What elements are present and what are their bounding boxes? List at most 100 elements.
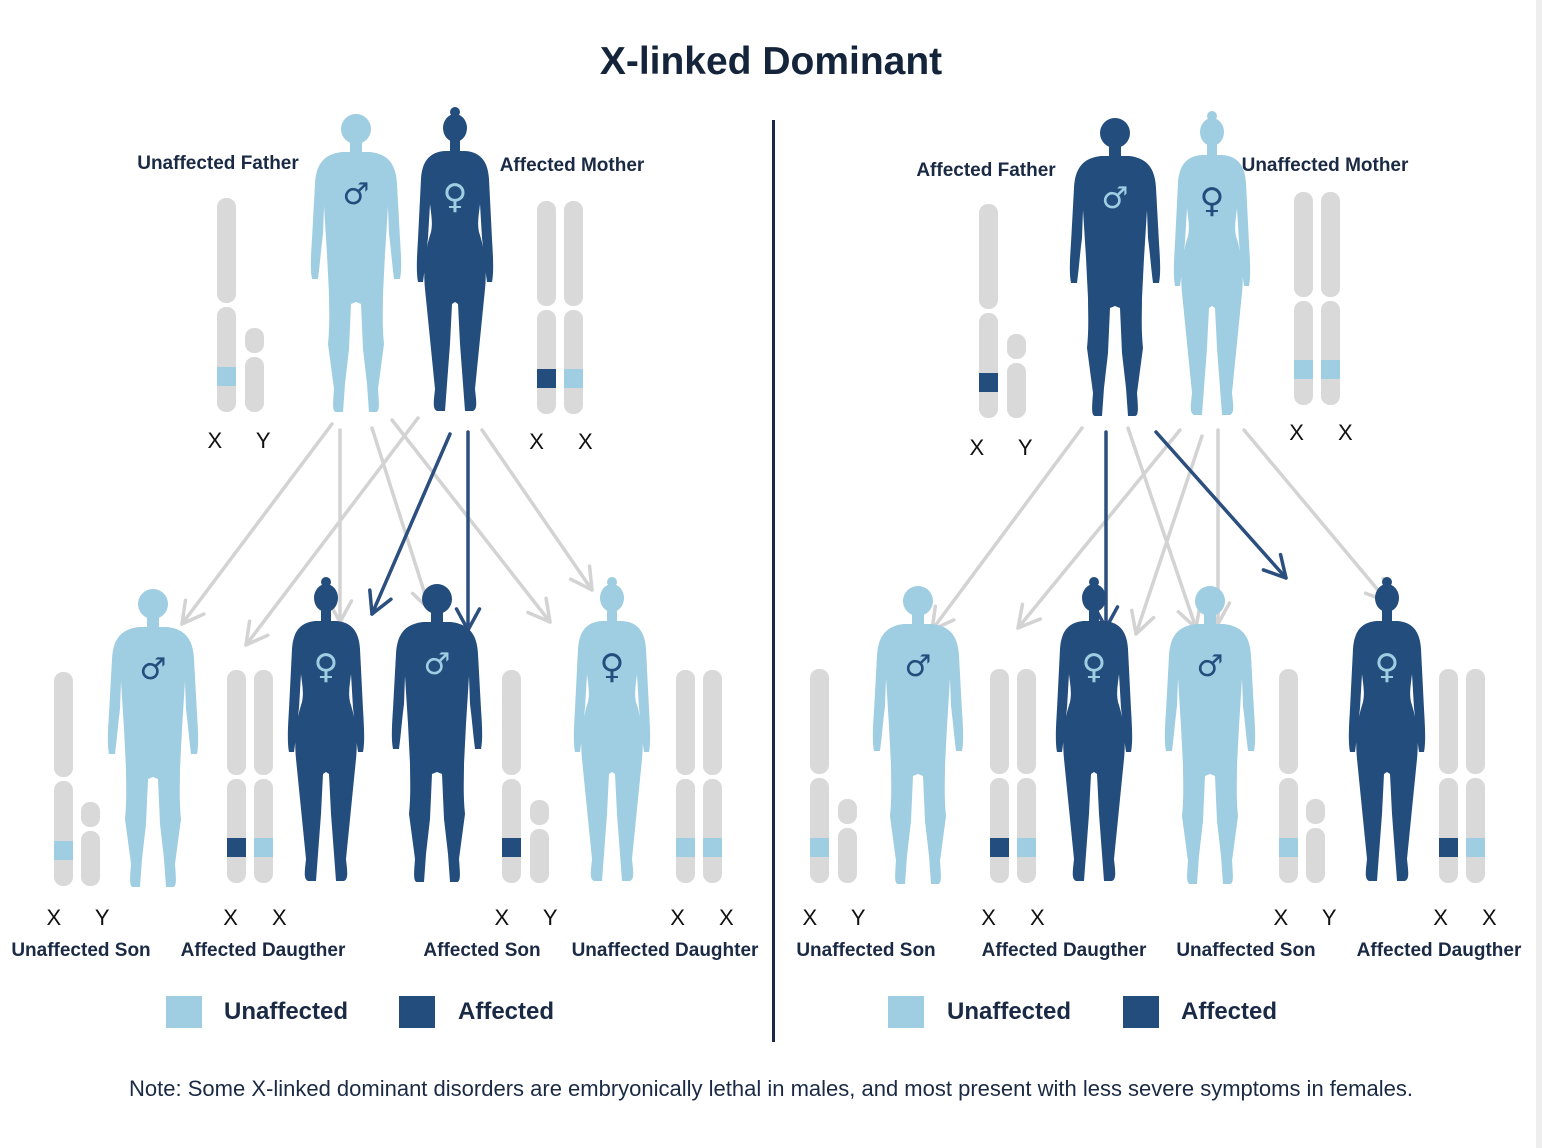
- page-edge: [1536, 0, 1542, 1148]
- x-chromosome: [676, 670, 695, 883]
- footnote: Note: Some X-linked dominant disorders a…: [129, 1076, 1413, 1101]
- x-chromosome: [1294, 192, 1313, 405]
- legend-swatch-unaffected-right: [888, 996, 924, 1028]
- label-right-child-3: Unaffected Son: [1176, 940, 1316, 961]
- gene-band-unaffected: [1294, 360, 1313, 379]
- person-figure-male-affected: ♂: [1069, 118, 1161, 416]
- label-left-child-2: Affected Daugther: [180, 940, 346, 961]
- gene-band-affected: [1439, 838, 1458, 857]
- x-chromosome: [217, 198, 236, 412]
- x-chromosome: [564, 201, 583, 414]
- label-right-child-1: Unaffected Son: [796, 940, 936, 961]
- inheritance-arrow-affected: [454, 430, 482, 632]
- gene-band-affected: [537, 369, 556, 388]
- x-chromosome: [1466, 669, 1485, 883]
- chromosome-label-child-2-right: X X: [981, 905, 1059, 930]
- inheritance-arrow: [1242, 428, 1390, 604]
- chromosome-label-child-1-left: X Y: [46, 905, 124, 930]
- person-figure-male-unaffected: ♂: [310, 114, 402, 412]
- y-chromosome: [245, 328, 264, 412]
- male-symbol-icon: ♂: [424, 647, 451, 682]
- inheritance-arrow: [1126, 426, 1202, 630]
- inheritance-arrow: [390, 418, 552, 624]
- gene-band-unaffected: [1017, 838, 1036, 857]
- person-figure-female-affected: ♀: [1055, 577, 1133, 881]
- x-chromosome: [227, 670, 246, 883]
- inheritance-arrow: [1016, 428, 1182, 630]
- x-chromosome: [537, 201, 556, 414]
- gene-band-affected: [979, 373, 998, 392]
- label-unaffected-mother: Unaffected Mother: [1241, 155, 1409, 176]
- x-chromosome: [1321, 192, 1340, 405]
- gene-band-unaffected: [564, 369, 583, 388]
- legend-swatch-unaffected-left: [166, 996, 202, 1028]
- x-chromosome: [810, 669, 829, 883]
- legend-label-affected-left: Affected: [458, 998, 555, 1025]
- chromosome-label-child-4-right: X X: [1433, 905, 1511, 930]
- legend-label-affected-right: Affected: [1181, 998, 1278, 1025]
- legend-label-unaffected-left: Unaffected: [224, 998, 349, 1025]
- chromosome-label-father-right: X Y: [969, 435, 1047, 460]
- label-affected-father: Affected Father: [916, 160, 1056, 181]
- y-chromosome: [1306, 799, 1325, 883]
- male-symbol-icon: ♂: [343, 177, 370, 212]
- chromosome-label-father-left: X Y: [207, 428, 285, 453]
- male-symbol-icon: ♂: [1102, 181, 1129, 216]
- gene-band-unaffected: [254, 838, 273, 857]
- gene-band-affected: [502, 838, 521, 857]
- label-right-child-4: Affected Daugther: [1356, 940, 1522, 961]
- male-symbol-icon: ♂: [140, 652, 167, 687]
- inheritance-arrows: [180, 416, 1390, 647]
- x-chromosome: [1439, 669, 1458, 883]
- label-unaffected-father: Unaffected Father: [137, 153, 299, 174]
- female-symbol-icon: ♀: [1200, 181, 1225, 221]
- male-symbol-icon: ♂: [1197, 649, 1224, 684]
- panel-divider: [772, 120, 775, 1042]
- page-title: X-linked Dominant: [599, 40, 943, 83]
- x-chromosome: [703, 670, 722, 883]
- label-left-child-3: Affected Son: [423, 940, 541, 961]
- label-right-child-2: Affected Daugther: [981, 940, 1147, 961]
- legend-swatch-affected-left: [399, 996, 435, 1028]
- label-affected-mother: Affected Mother: [499, 155, 645, 176]
- x-chromosome: [502, 670, 521, 883]
- label-left-child-4: Unaffected Daughter: [571, 940, 759, 961]
- male-symbol-icon: ♂: [905, 649, 932, 684]
- x-chromosome: [979, 204, 998, 418]
- person-figure-male-unaffected: ♂: [1164, 586, 1256, 884]
- chromosome-label-child-2-left: X X: [223, 905, 301, 930]
- person-figure-female-unaffected: ♀: [573, 577, 651, 881]
- female-symbol-icon: ♀: [443, 177, 468, 217]
- chromosome-label-mother-right: X X: [1289, 420, 1367, 445]
- gene-band-unaffected: [54, 841, 73, 860]
- inheritance-arrow-affected: [368, 432, 452, 616]
- y-chromosome: [1007, 334, 1026, 418]
- person-figure-male-unaffected: ♂: [107, 589, 199, 887]
- gene-band-unaffected: [703, 838, 722, 857]
- x-chromosome: [1279, 669, 1298, 883]
- female-symbol-icon: ♀: [1082, 647, 1107, 687]
- person-figure-female-affected: ♀: [1348, 577, 1426, 881]
- x-chromosome: [54, 672, 73, 886]
- legend-swatch-affected-right: [1123, 996, 1159, 1028]
- inheritance-arrow: [370, 426, 437, 612]
- female-symbol-icon: ♀: [314, 647, 339, 687]
- x-chromosome: [1017, 669, 1036, 883]
- chromosome-label-mother-left: X X: [529, 429, 607, 454]
- y-chromosome: [838, 799, 857, 883]
- gene-band-affected: [227, 838, 246, 857]
- chromosome-label-child-4-left: X X: [670, 905, 748, 930]
- inheritance-arrow: [180, 422, 334, 626]
- chromosome-layer: [54, 192, 1485, 886]
- gene-band-unaffected: [217, 367, 236, 386]
- y-chromosome: [530, 800, 549, 883]
- person-figure-female-unaffected: ♀: [1173, 111, 1251, 415]
- gene-band-unaffected: [810, 838, 829, 857]
- inheritance-arrow-affected: [1154, 430, 1288, 580]
- inheritance-arrow: [480, 428, 594, 592]
- legend-label-unaffected-right: Unaffected: [947, 998, 1072, 1025]
- y-chromosome: [81, 802, 100, 886]
- female-symbol-icon: ♀: [1375, 647, 1400, 687]
